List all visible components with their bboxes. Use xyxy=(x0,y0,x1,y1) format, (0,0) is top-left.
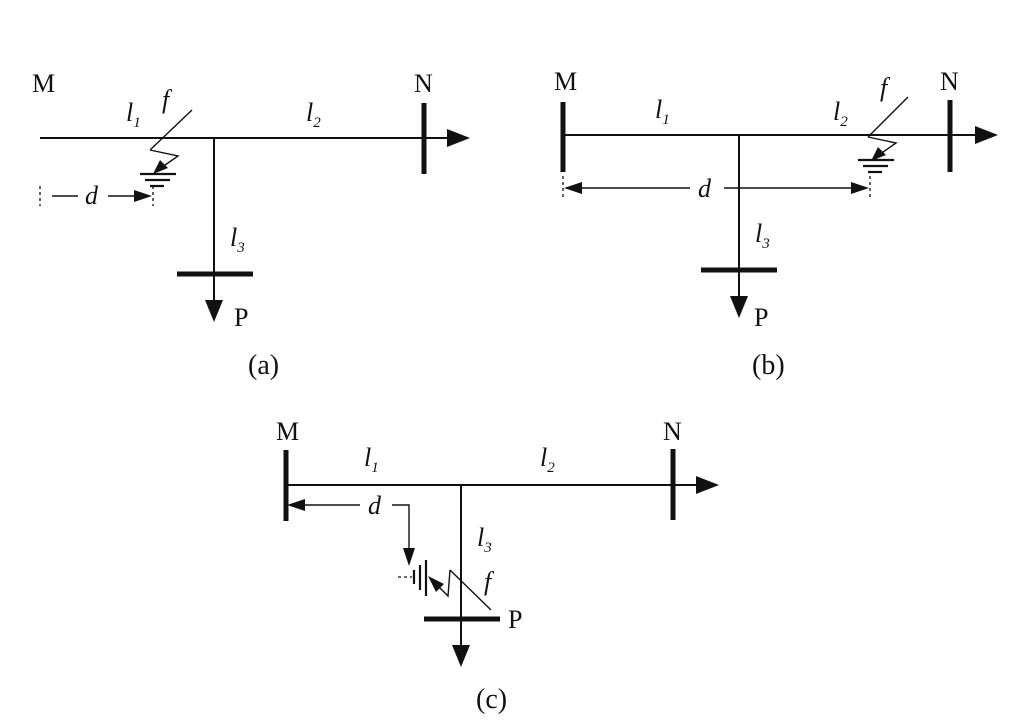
panel-a-tee-arrow xyxy=(205,300,223,322)
panel-c-d-arrow-left xyxy=(287,499,305,511)
panel-a-label-p: P xyxy=(234,303,248,332)
panel-a-caption: (a) xyxy=(248,350,279,381)
panel-c-caption: (c) xyxy=(476,684,507,715)
panel-a-label-l2: l2 xyxy=(306,98,321,131)
panel-b-label-l2: l2 xyxy=(833,97,848,130)
panel-c-label-n: N xyxy=(663,417,682,446)
panel-c-label-p: P xyxy=(508,605,522,634)
panel-a-d-arrow xyxy=(134,190,152,202)
panel-c-tee-arrow xyxy=(452,645,470,667)
panel-a-label-n: N xyxy=(414,69,433,98)
panel-b: M N P l1 l2 l3 f d (b) xyxy=(554,67,998,381)
panel-a-label-f: f xyxy=(162,85,173,114)
panel-c-fault-slash xyxy=(449,569,492,611)
panel-b-label-p: P xyxy=(754,303,768,332)
panel-b-label-m: M xyxy=(554,67,577,96)
panel-b-label-l3: l3 xyxy=(755,219,770,252)
panel-c-d-line-right xyxy=(392,504,410,550)
panel-b-label-d: d xyxy=(698,174,712,203)
panel-b-main-arrow xyxy=(975,126,998,144)
panel-c-d-arrow-down xyxy=(403,548,415,566)
panel-c-ground-icon xyxy=(412,560,428,596)
panel-b-tee-arrow xyxy=(730,296,748,318)
panel-b-caption: (b) xyxy=(752,350,785,381)
panel-c-label-l1: l1 xyxy=(364,443,379,476)
panel-b-label-f: f xyxy=(880,73,891,102)
panel-a-fault-arrow xyxy=(153,160,168,174)
panel-b-d-arrow-right xyxy=(851,182,869,194)
panel-a-ground-icon xyxy=(140,172,176,188)
panel-c-fault-arrow xyxy=(428,576,444,592)
panel-a-label-l3: l3 xyxy=(230,223,245,256)
panel-a-label-d: d xyxy=(85,181,99,210)
panel-c-label-l2: l2 xyxy=(540,443,555,476)
panel-b-d-arrow-left xyxy=(564,182,582,194)
panel-c-label-d: d xyxy=(368,491,382,520)
panel-b-ground-icon xyxy=(858,158,894,174)
panel-c-label-f: f xyxy=(484,567,495,596)
panel-c-label-m: M xyxy=(276,417,299,446)
panel-a-main-arrow xyxy=(447,129,470,147)
panel-b-label-n: N xyxy=(940,67,959,96)
panel-a: M N P l1 l2 l3 f d (a) xyxy=(32,69,470,381)
panel-b-fault-arrow xyxy=(871,147,886,161)
panel-a-label-m: M xyxy=(32,69,55,98)
panel-a-fault-slash xyxy=(149,109,193,151)
panel-c-main-arrow xyxy=(696,476,719,494)
panel-a-label-l1: l1 xyxy=(126,98,141,131)
panel-c-label-l3: l3 xyxy=(477,523,492,556)
panel-b-label-l1: l1 xyxy=(655,95,670,128)
panel-c: M N P l1 l2 l3 f d (c) xyxy=(276,417,719,715)
panel-b-fault-slash xyxy=(867,96,909,138)
